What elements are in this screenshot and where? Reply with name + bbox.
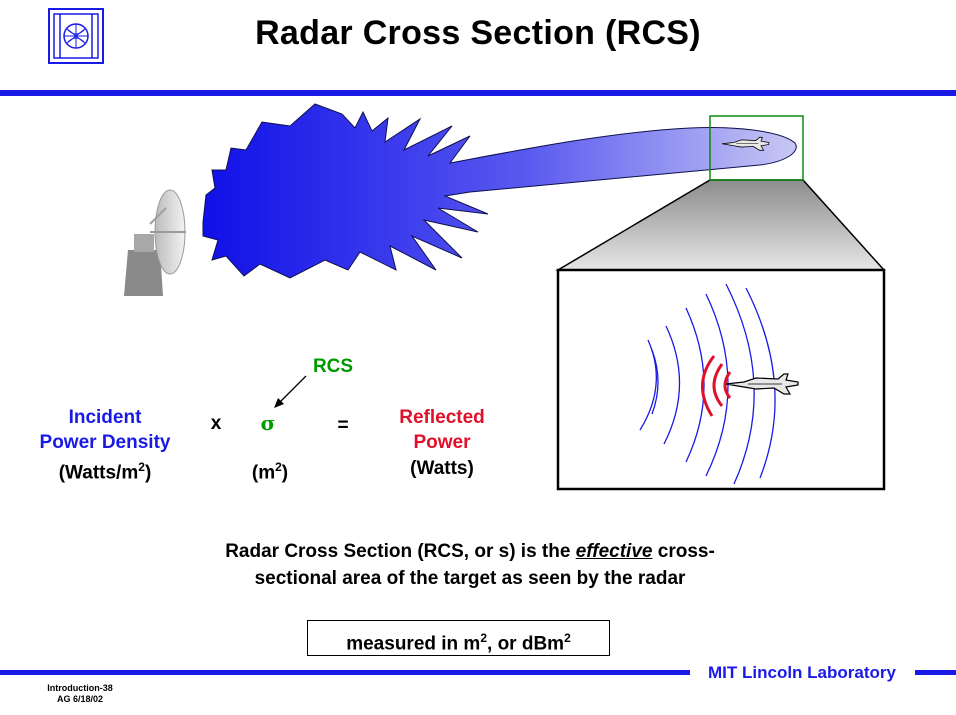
zoom-inset-frame bbox=[556, 268, 886, 491]
radar-antenna-icon bbox=[124, 189, 186, 296]
reflected-power-label: Reflected Power bbox=[399, 407, 485, 453]
multiply-sign: x bbox=[210, 413, 222, 434]
rcs-definition: Radar Cross Section (RCS, or s) is the e… bbox=[225, 541, 715, 589]
lincoln-lab-logo bbox=[48, 8, 104, 64]
radar-illustration bbox=[124, 103, 886, 491]
rcs-label: RCS bbox=[312, 356, 354, 377]
reflected-units: (Watts) bbox=[410, 458, 474, 479]
footer-rule-end bbox=[915, 670, 956, 675]
incident-units: (Watts/m2) bbox=[58, 460, 152, 484]
incident-power-density-label: Incident Power Density bbox=[39, 407, 171, 453]
sigma-units: (m2) bbox=[251, 460, 289, 484]
target-highlight-box bbox=[709, 115, 804, 181]
reflected-wavefronts bbox=[701, 355, 732, 417]
sigma-symbol: σ bbox=[260, 411, 276, 435]
antenna-beam-pattern bbox=[202, 103, 797, 279]
zoom-funnel bbox=[555, 179, 886, 271]
page-title: Radar Cross Section (RCS) bbox=[255, 14, 701, 52]
footer-lab-name: MIT Lincoln Laboratory bbox=[708, 663, 896, 682]
aircraft-icon bbox=[725, 373, 799, 395]
aircraft-icon bbox=[721, 136, 770, 151]
equals-sign: = bbox=[337, 415, 349, 436]
footer-slide-id: Introduction-38 AG 6/18/02 bbox=[47, 683, 113, 704]
footer-rule bbox=[0, 670, 690, 675]
header-rule bbox=[0, 90, 956, 96]
rcs-pointer-arrow bbox=[274, 375, 307, 408]
units-note-box: measured in m2, or dBm2 bbox=[307, 620, 610, 656]
